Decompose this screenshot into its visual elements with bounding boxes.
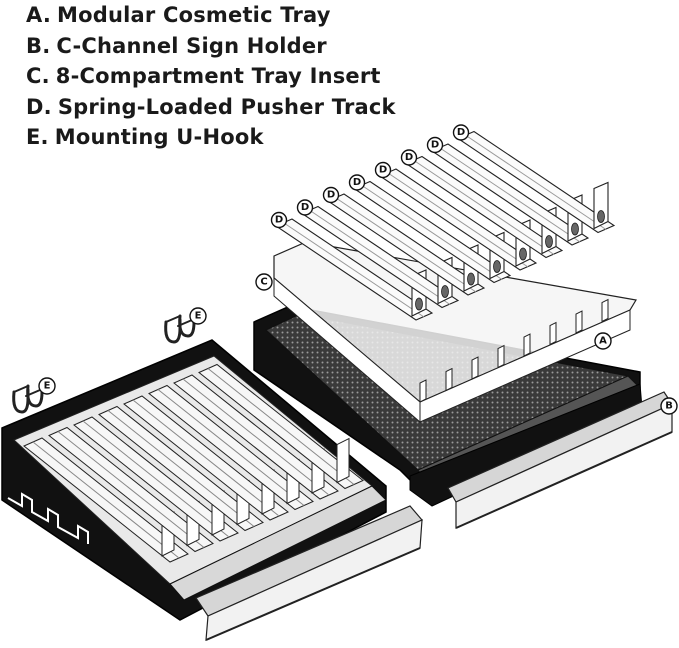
callout-b: B [660,397,678,415]
pusher-track [456,130,616,234]
callout-d: D [452,124,470,141]
legend-letter: A. [26,3,52,27]
callout-d: D [348,174,366,191]
left-pusher-tracks [23,363,364,563]
insert-divider [523,333,531,357]
callout-e-top: E [189,307,207,325]
callout-d: D [270,211,288,229]
insert-divider [601,298,609,323]
left-tray-cutouts [7,492,89,544]
legend-letter: E. [26,125,49,149]
insert-divider [471,356,479,380]
svg-text:D: D [431,140,439,151]
legend-item-a: A.Modular Cosmetic Tray [26,0,396,31]
legend-item-b: B.C-Channel Sign Holder [26,31,396,62]
callout-e-left: E [38,377,56,395]
legend-letter: D. [26,94,52,119]
legend-item-c: C.8-Compartment Tray Insert [26,61,396,92]
legend-letter: B. [26,33,51,58]
legend-item-e: E.Mounting U-Hook [26,122,396,153]
insert-dividers [419,298,609,403]
legend-label: 8-Compartment Tray Insert [55,64,381,88]
insert-divider [575,310,583,334]
left-tray-front-lip [169,485,387,601]
legend-label: Modular Cosmetic Tray [57,3,331,27]
left-sign-holder [195,505,423,641]
legend-item-d: D.Spring-Loaded Pusher Track [26,92,396,123]
legend-label: Mounting U-Hook [54,125,264,149]
legend-label: Spring-Loaded Pusher Track [57,94,396,119]
callout-c: C [255,273,273,291]
callout-d: D [400,149,418,166]
left-track [198,363,364,490]
legend-label: C-Channel Sign Holder [56,33,327,58]
insert-divider [445,367,453,392]
svg-text:D: D [457,127,465,138]
callout-d: D [322,186,340,204]
svg-text:D: D [379,165,387,176]
svg-text:A: A [599,336,607,347]
insert-divider [497,344,505,369]
u-hook-top [164,312,196,344]
insert-divider [419,379,427,403]
svg-text:D: D [353,177,361,188]
callout-d: D [374,161,392,179]
svg-text:D: D [301,202,309,213]
svg-text:D: D [327,190,335,201]
svg-text:B: B [665,401,673,412]
left-track [148,384,314,511]
legend-letter: C. [26,64,50,88]
svg-text:E: E [44,381,51,392]
svg-text:E: E [195,311,202,322]
u-hook-left [12,382,44,414]
callouts-d: D D D D D D D D [270,124,470,229]
callout-a: A [594,332,612,350]
svg-text:D: D [405,152,413,163]
legend: A.Modular Cosmetic Tray B.C-Channel Sign… [26,0,396,153]
svg-text:C: C [260,277,267,288]
floating-pusher-tracks [274,130,616,321]
insert-divider [549,321,557,346]
svg-text:D: D [275,215,283,226]
pusher-track [430,143,590,246]
callout-d: D [296,199,314,216]
callout-d: D [426,136,444,154]
